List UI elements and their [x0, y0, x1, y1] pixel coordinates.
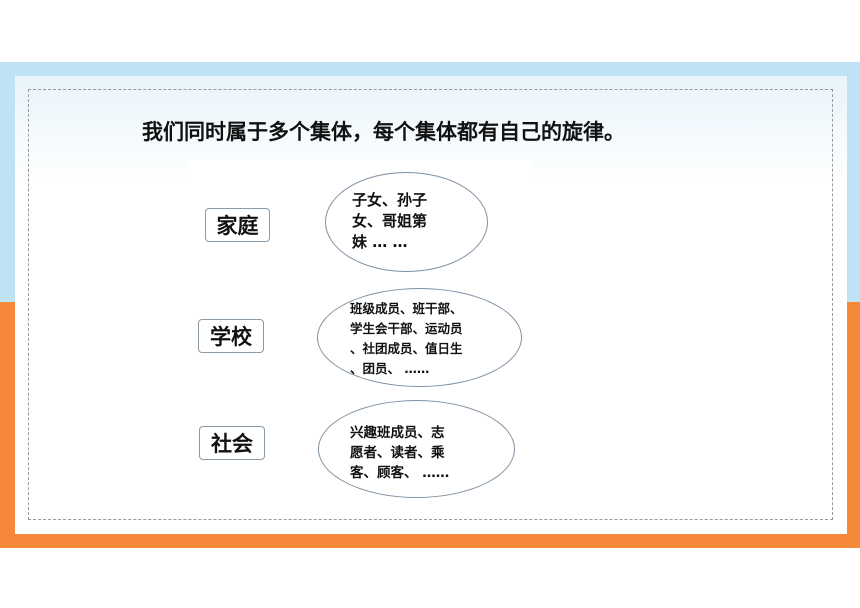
dashed-frame	[28, 89, 833, 520]
group-box-school: 学校	[198, 319, 264, 353]
roles-ellipse-society	[318, 400, 515, 498]
roles-text-family: 子女、孙子 女、哥姐第 妹 … …	[352, 191, 428, 251]
roles-ellipse-family	[325, 172, 488, 272]
roles-text-society: 兴趣班成员、志 愿者、读者、乘 客、顾客、 ……	[350, 425, 450, 481]
group-box-family: 家庭	[205, 208, 270, 242]
group-label-family: 家庭	[216, 214, 259, 238]
group-label-society: 社会	[211, 432, 253, 456]
group-label-school: 学校	[210, 325, 252, 349]
page-title: 我们同时属于多个集体，每个集体都有自己的旋律。	[142, 120, 625, 144]
roles-text-school: 班级成员、班干部、 学生会干部、运动员 、社团成员、值日生 、团员、 ……	[350, 301, 463, 376]
roles-ellipse-school	[317, 288, 522, 387]
group-box-society: 社会	[199, 426, 265, 460]
